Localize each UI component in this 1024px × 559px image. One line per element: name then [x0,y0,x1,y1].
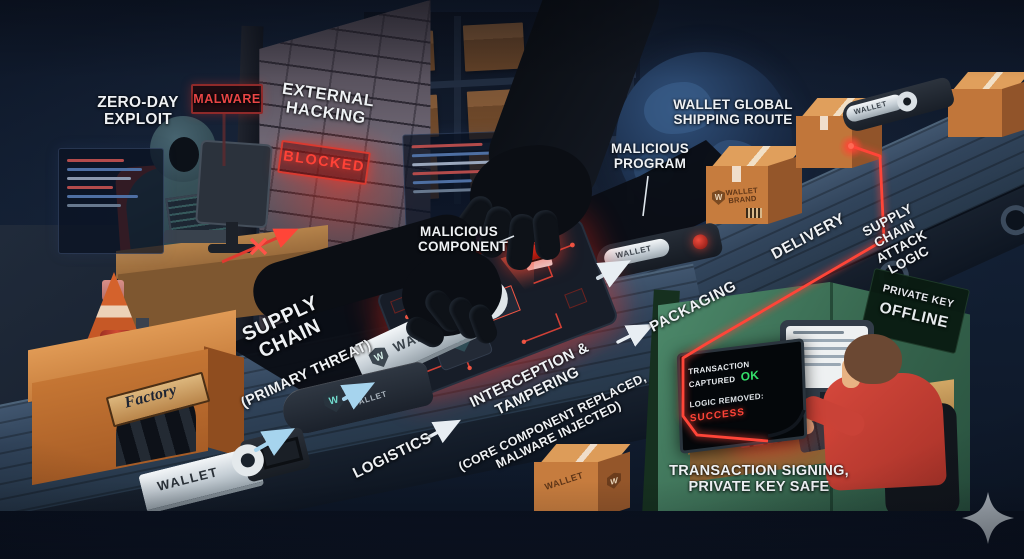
wallet-ring-hole [902,96,913,107]
doc-line [793,331,844,334]
code-line [411,142,483,149]
supply-chain-title: SUPPLY CHAIN [238,291,325,363]
code-line [67,204,122,207]
malicious-program-label: MALICIOUS PROGRAM [611,141,689,172]
box-side: W [598,451,630,518]
monitor-stand [226,222,238,246]
box-tape [820,116,828,130]
conveyor-roller [995,200,1024,241]
shield-w-logo: W [607,471,621,492]
code-line [67,159,125,162]
shipping-box: W WALLET BRAND [706,146,806,228]
malicious-component-label: MALICIOUS COMPONENT [418,224,508,255]
sparkle-icon [962,492,1014,544]
monitor-base [208,244,256,253]
capture-line-1: TRANSACTION CAPTURED OK [688,354,794,390]
bottom-band [0,511,1024,559]
laptop-deck [158,230,234,243]
shield-w-letter: W [714,193,723,202]
code-line [412,179,473,185]
code-line [67,168,142,171]
box-side [1002,79,1024,137]
box-tape [732,166,741,182]
capture-screen: TRANSACTION CAPTURED OK LOGIC REMOVED: S… [676,338,808,454]
shipping-route-label: WALLET GLOBAL SHIPPING ROUTE [673,97,793,128]
wallet-slot [258,436,304,470]
shield-w-letter: W [372,350,387,365]
transaction-signing-label: TRANSACTION SIGNING, PRIVATE KEY SAFE [669,463,849,496]
shield-w-logo: W [712,190,725,205]
hacker-face-shadow [169,137,199,172]
monitor-back [195,139,273,229]
box-front [948,89,1002,137]
blocked-label: BLOCKED [282,148,366,177]
user-hair [844,334,902,384]
zero-day-label: ZERO-DAY EXPLOIT [97,94,179,129]
shield-w-letter: W [610,475,618,487]
box-front: W WALLET BRAND [706,166,768,224]
malware-label: MALWARE [193,92,261,106]
code-line [67,186,113,189]
box-front: WALLET [534,462,598,518]
malware-sign: MALWARE [191,84,263,114]
code-line [67,177,132,180]
box-wallet-label: WALLET [543,470,585,492]
capture-ok-text: OK [740,367,760,385]
box-brand-label: WALLET BRAND [725,185,759,206]
box-barcode [746,208,762,218]
shipping-box [948,72,1024,142]
code-panel [58,148,164,254]
shield-w-letter: W [327,394,340,408]
code-line [67,195,138,198]
wallet-ring-hole [239,451,257,469]
